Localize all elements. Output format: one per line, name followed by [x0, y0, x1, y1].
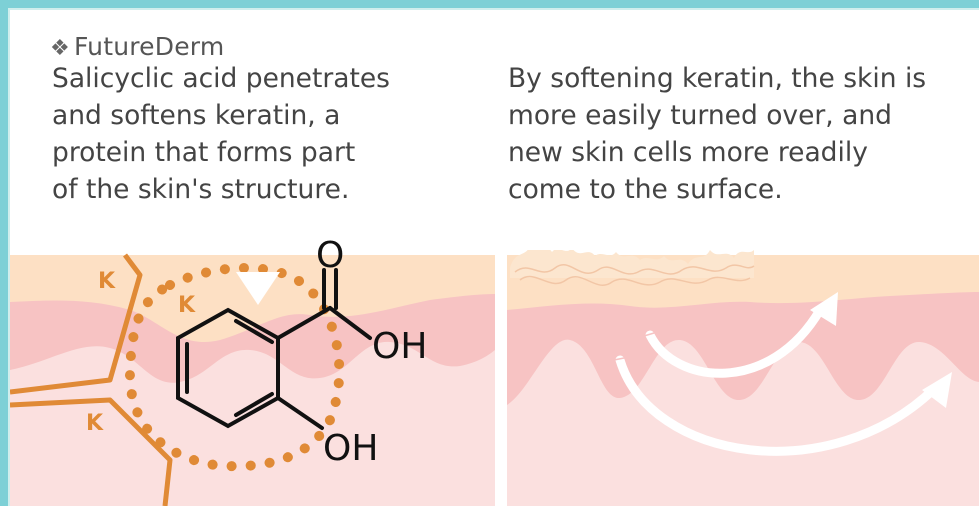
right-skin-layers [507, 250, 979, 506]
left-caption: Salicyclic acid penetrates and softens k… [52, 63, 390, 205]
salicylic-acid-molecule [176, 268, 372, 430]
carbonyl-oxygen-label: O [316, 235, 344, 276]
keratin-structure [10, 253, 173, 506]
flaking-skin-surface [510, 250, 754, 278]
acid-group-label: OH [372, 326, 427, 367]
brand-logo: ❖FutureDerm [50, 32, 224, 61]
keratin-label-1: K [98, 269, 116, 294]
brand-name: FutureDerm [73, 32, 225, 61]
skin-deep-layer [10, 341, 495, 506]
right-caption: By softening keratin, the skin is more e… [508, 63, 927, 205]
skin-deep-layer-right [507, 339, 979, 506]
softened-keratin-fibers [514, 264, 755, 275]
hydroxyl-group-label: OH [323, 428, 378, 469]
small-turnover-arrow [645, 305, 825, 378]
keratin-label-2: K [178, 293, 196, 318]
infographic-card: ❖FutureDerm Salicyclic acid penetrates a… [10, 10, 979, 506]
dotted-keratin-boundary [124, 263, 345, 472]
penetration-arrow [236, 272, 280, 305]
large-turnover-arrowhead [922, 372, 952, 408]
skin-diagram: K K K O OH OH [10, 235, 979, 506]
fleur-icon: ❖ [50, 36, 70, 61]
large-turnover-arrow [615, 355, 940, 456]
keratin-label-3: K [86, 411, 104, 436]
small-turnover-arrowhead [810, 292, 838, 326]
panel-divider [495, 250, 507, 506]
